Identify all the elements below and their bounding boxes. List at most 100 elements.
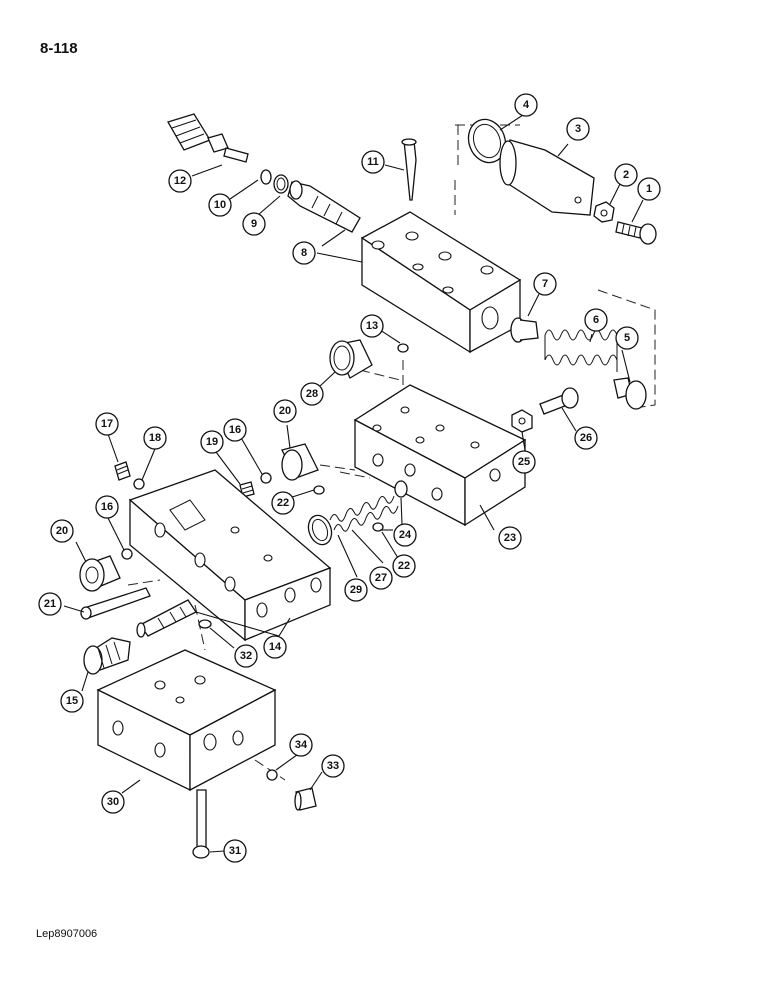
svg-text:20: 20: [279, 405, 291, 417]
svg-text:31: 31: [229, 845, 241, 857]
callout-33: 33: [321, 754, 345, 778]
callout-9: 9: [242, 212, 266, 236]
svg-text:5: 5: [624, 332, 630, 344]
part-29-ring: [307, 514, 333, 546]
callout-22b: 22: [392, 554, 416, 578]
svg-text:7: 7: [542, 278, 548, 290]
svg-text:20: 20: [56, 525, 68, 537]
part-8-spool: [287, 180, 361, 233]
callout-2: 2: [614, 163, 638, 187]
svg-text:33: 33: [327, 760, 339, 772]
svg-text:13: 13: [366, 320, 378, 332]
svg-text:16: 16: [229, 424, 241, 436]
part-16-ball-lower: [121, 548, 133, 560]
callout-17: 17: [95, 412, 119, 436]
callout-20a: 20: [273, 399, 297, 423]
svg-text:14: 14: [269, 641, 282, 653]
callout-28: 28: [300, 382, 324, 406]
callout-32: 32: [234, 644, 258, 668]
part-3-housing: [499, 139, 595, 216]
callout-16b: 16: [95, 495, 119, 519]
svg-text:23: 23: [504, 532, 516, 544]
part-30-bottom-block: [96, 649, 277, 792]
callout-4: 4: [514, 93, 538, 117]
part-12-cartridge: [167, 113, 249, 163]
part-22-o-ring-lower: [372, 522, 384, 532]
callout-27: 27: [369, 566, 393, 590]
part-31-bolt: [192, 789, 210, 859]
part-34-ball: [266, 769, 278, 781]
part-9-backup-ring: [273, 174, 289, 194]
page-number: 8-118: [40, 40, 78, 57]
callout-21: 21: [38, 592, 62, 616]
svg-text:4: 4: [523, 99, 530, 111]
callout-7: 7: [533, 272, 557, 296]
part-22-o-ring-upper: [313, 485, 325, 495]
svg-text:22: 22: [277, 497, 289, 509]
callout-22a: 22: [271, 491, 295, 515]
callout-25: 25: [512, 450, 536, 474]
callout-bubbles: 1 2 3 4 5 6 7 8 9 10 11 12 13 14 15 16 1…: [38, 93, 661, 863]
part-21-bolt: [80, 587, 151, 620]
upper-valve-block: [360, 211, 522, 354]
callout-16a: 16: [223, 418, 247, 442]
part-1-screw: [615, 221, 657, 245]
part-24-poppet: [394, 480, 408, 498]
part-14-block: [128, 469, 332, 642]
callout-23: 23: [498, 526, 522, 550]
svg-text:1: 1: [646, 183, 652, 195]
svg-text:16: 16: [101, 501, 113, 513]
part-7-seat: [510, 317, 539, 343]
part-2-nut: [593, 201, 615, 223]
part-32-o-ring: [198, 619, 212, 629]
svg-text:26: 26: [580, 432, 592, 444]
part-17-plug: [114, 461, 131, 481]
svg-text:19: 19: [206, 436, 218, 448]
part-10-o-ring: [260, 169, 272, 185]
part-5-plug: [613, 377, 647, 410]
svg-text:24: 24: [399, 529, 412, 541]
svg-text:15: 15: [66, 695, 78, 707]
leader-lines: [63, 114, 644, 853]
svg-text:18: 18: [149, 432, 161, 444]
svg-text:11: 11: [367, 156, 379, 168]
callout-1: 1: [637, 177, 661, 201]
callout-8: 8: [292, 241, 316, 265]
callout-34: 34: [289, 733, 313, 757]
callout-15: 15: [60, 689, 84, 713]
part-6-spring: [544, 329, 618, 372]
part-20-plug-lower: [79, 555, 121, 592]
part-11-bolt: [401, 138, 417, 201]
svg-text:27: 27: [375, 572, 387, 584]
callout-6: 6: [584, 308, 608, 332]
callout-5: 5: [615, 326, 639, 350]
part-14-spool: [136, 599, 197, 638]
svg-text:29: 29: [350, 584, 362, 596]
part-25-nut: [511, 409, 533, 433]
callout-14: 14: [263, 635, 287, 659]
callout-3: 3: [566, 117, 590, 141]
part-18-ball: [133, 478, 145, 490]
svg-text:22: 22: [398, 560, 410, 572]
svg-text:34: 34: [295, 739, 308, 751]
svg-text:28: 28: [306, 388, 318, 400]
callout-11: 11: [361, 150, 385, 174]
svg-text:12: 12: [174, 175, 186, 187]
part-26-screw: [539, 387, 579, 415]
svg-text:9: 9: [251, 218, 257, 230]
part-23-middle-block: [353, 384, 527, 527]
svg-text:3: 3: [575, 123, 581, 135]
part-27-spring: [329, 495, 399, 532]
reference-code: Lep8907006: [36, 928, 98, 940]
callout-30: 30: [101, 790, 125, 814]
part-15-fitting: [83, 637, 131, 675]
part-13-o-ring: [397, 343, 409, 353]
part-16-ball-upper: [260, 472, 272, 484]
callout-26: 26: [574, 426, 598, 450]
part-28-plug: [329, 339, 373, 379]
callout-20b: 20: [50, 519, 74, 543]
svg-text:25: 25: [518, 456, 530, 468]
callout-29: 29: [344, 578, 368, 602]
svg-text:10: 10: [214, 199, 226, 211]
part-20-plug-upper: [281, 443, 319, 481]
